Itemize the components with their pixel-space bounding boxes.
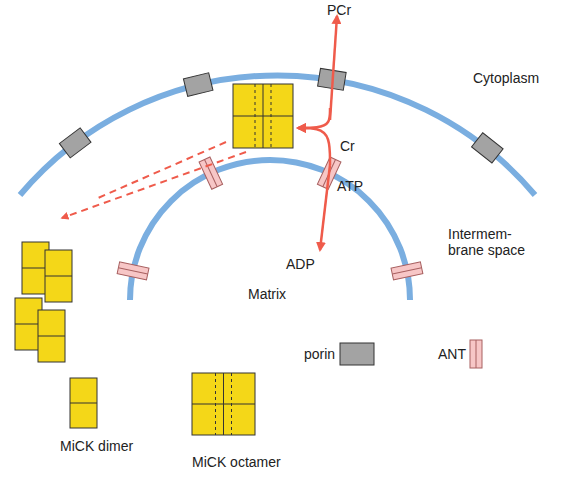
ant-symbol <box>391 262 423 280</box>
ant-body <box>391 262 423 280</box>
inner-membrane <box>130 160 410 300</box>
octamer-body <box>192 373 255 435</box>
porin-symbol <box>183 73 213 97</box>
molecule-label: Cr <box>340 138 355 154</box>
legend-text: MiCK octamer <box>192 454 281 470</box>
dimer-body <box>45 250 72 302</box>
legend-text: MiCK dimer <box>60 438 133 454</box>
ant-divider <box>392 268 421 274</box>
octamer-dash <box>271 84 272 148</box>
dimer-line <box>38 336 65 337</box>
legend-text: porin <box>304 346 335 362</box>
molecule-label: ATP <box>337 178 363 194</box>
dissociation-arrow <box>98 142 226 198</box>
compartment-label: Matrix <box>248 286 286 302</box>
ant-body <box>117 262 149 280</box>
octamer-line <box>223 373 224 435</box>
mick-dimer <box>45 250 72 302</box>
outer-membrane <box>20 75 535 195</box>
mick-octamer <box>192 373 255 435</box>
legend-text: ANT <box>438 346 466 362</box>
legend-swatch <box>340 343 374 365</box>
porin-symbol <box>472 133 504 163</box>
ant-divider <box>476 340 477 368</box>
octamer-dash <box>255 84 256 148</box>
atp-arrow <box>298 128 330 165</box>
compartment-label: Intermem- brane space <box>448 226 530 258</box>
porin-symbol <box>59 128 91 158</box>
dissociation-arrow <box>62 152 246 218</box>
pcr-arrow <box>330 16 337 120</box>
dimer-line <box>70 403 97 404</box>
octamer-line <box>263 84 264 148</box>
octamer-dash <box>215 373 216 435</box>
porin-body <box>472 133 504 163</box>
octamer-body <box>233 84 293 148</box>
dimer-body <box>70 378 97 428</box>
ant-divider <box>118 268 147 274</box>
dimer-line <box>45 276 72 277</box>
adp-arrow <box>320 165 330 250</box>
cr-arrow <box>298 108 330 128</box>
porin-body <box>59 128 91 158</box>
mick-dimer <box>70 378 97 428</box>
ant-symbol <box>117 262 149 280</box>
legend-swatch <box>470 340 482 368</box>
octamer-dash <box>231 373 232 435</box>
molecule-label: ADP <box>286 256 315 272</box>
dimer-body <box>38 310 65 362</box>
molecule-label: PCr <box>327 2 351 18</box>
porin-body <box>183 73 213 97</box>
mick-octamer <box>233 84 293 148</box>
compartment-label: Cytoplasm <box>473 70 539 86</box>
mick-dimer <box>38 310 65 362</box>
